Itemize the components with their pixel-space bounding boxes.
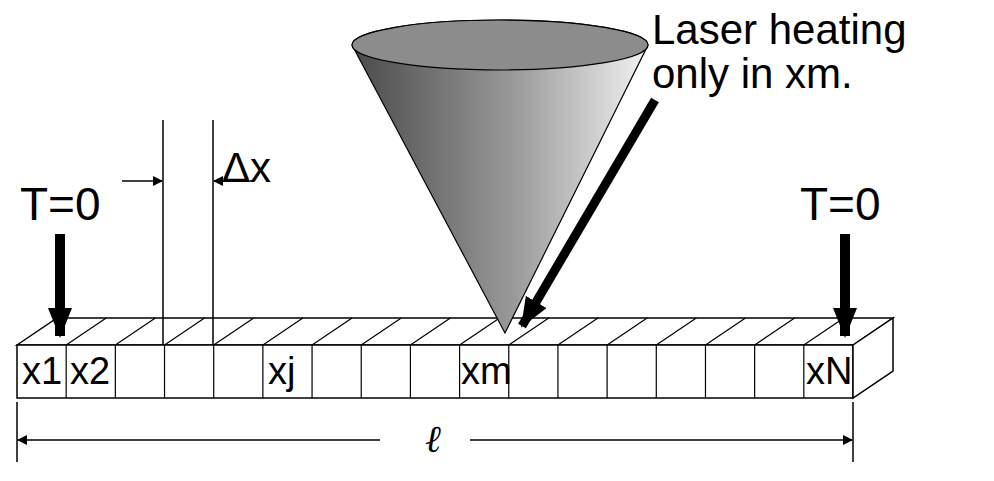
dimension-line [162,120,164,345]
boundary-label: T=0 [800,180,881,228]
cell-label: x1 [22,352,62,392]
dimension-line [852,402,854,462]
dimension-arrow [122,180,162,182]
cell-divider [656,345,657,398]
dimension-line [212,120,214,345]
laser-label: Laser heating only in xm. [652,8,990,96]
cell-label: xN [806,352,852,392]
cell-divider [557,345,558,398]
cell-divider [115,345,116,398]
cell-divider [361,318,401,345]
cell-divider [607,318,647,345]
cell-divider [66,345,67,398]
length-label: ℓ [425,420,441,460]
dimension-arrow [18,439,380,441]
dimension-label: Δx [222,146,271,190]
cell-divider [214,318,254,345]
boundary-arrow [840,234,850,336]
cell-divider [558,318,598,345]
cell-divider [66,318,106,345]
cell-label: xj [268,352,295,392]
cell-divider [607,345,608,398]
cone-top [352,20,648,70]
cell-divider [804,318,844,345]
cell-divider [410,318,450,345]
cell-divider [754,345,755,398]
boundary-arrow [55,234,65,336]
cell-divider [755,318,795,345]
cell-divider [164,345,165,398]
cell-divider [213,345,214,398]
cell-label: xm [461,352,512,392]
cell-divider [705,318,745,345]
cell-divider [311,345,312,398]
laser-cone [352,20,648,333]
cell-divider [656,318,696,345]
bar-front [17,345,853,398]
cell-divider [460,318,500,345]
cell-divider [115,318,155,345]
cell-divider [312,318,352,345]
cell-divider [263,318,303,345]
dimension-line [16,402,18,462]
cell-dividers [66,318,844,398]
pointer-arrow [522,100,655,326]
cell-label: x2 [70,352,110,392]
cell-divider [262,345,263,398]
bar-top [17,318,893,345]
cell-divider [459,345,460,398]
cell-divider [361,345,362,398]
cell-divider [803,345,804,398]
cell-divider [705,345,706,398]
dimension-arrow [470,439,852,441]
boundary-label: T=0 [20,180,101,228]
cell-divider [165,318,205,345]
cell-divider [410,345,411,398]
bar-end [853,318,893,398]
